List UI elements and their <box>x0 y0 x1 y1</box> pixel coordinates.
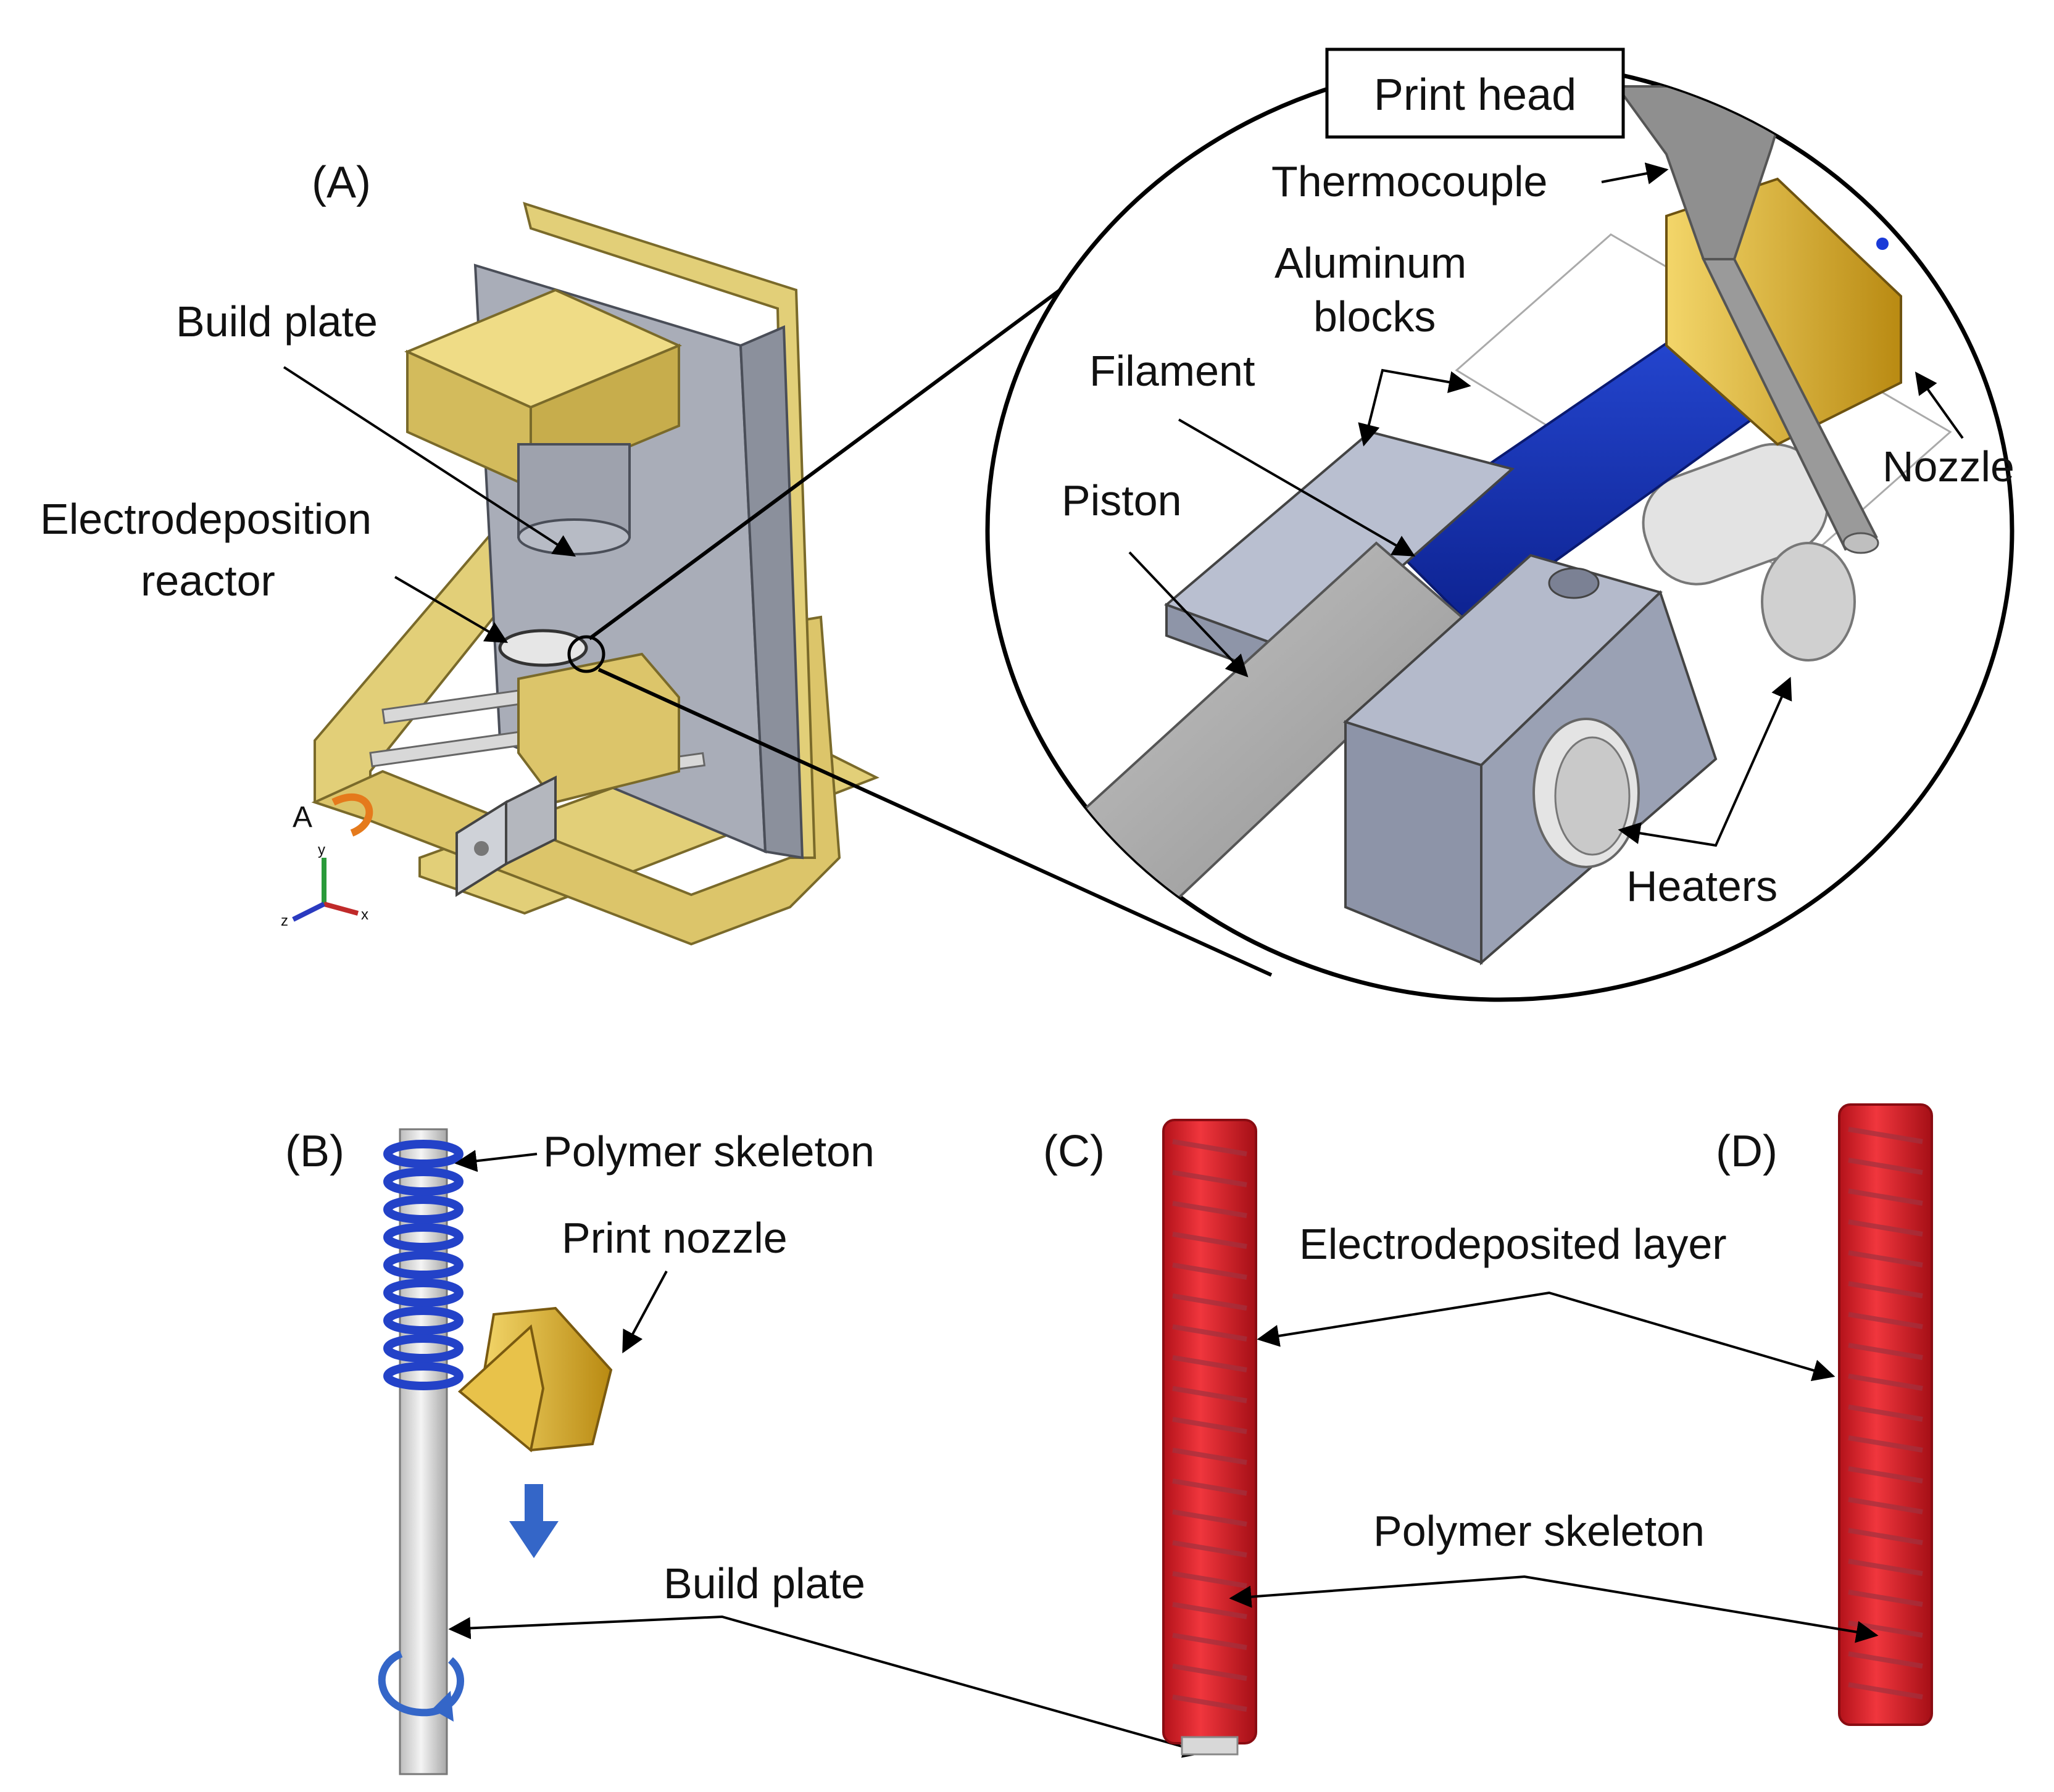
print-nozzle-leader <box>622 1271 668 1354</box>
axis-x-label: x <box>361 906 368 923</box>
print-head-title-box <box>1325 48 1625 139</box>
panel-c-skeleton-ribs <box>1172 1139 1247 1712</box>
piston-label: Piston <box>1062 476 1182 525</box>
nozzle-label: Nozzle <box>1882 442 2014 491</box>
heater-cap-back <box>1761 542 1856 662</box>
shared-polymer-skeleton-leader <box>1229 1575 1879 1643</box>
axis-z-label: z <box>281 913 288 929</box>
panel-c-coated-part <box>1162 1119 1257 1756</box>
heaters-leader <box>1618 676 1792 847</box>
aluminum-label-line1: Aluminum <box>1274 239 1466 287</box>
panel-a-tag: (A) <box>312 158 371 207</box>
thermocouple-leader <box>1601 162 1669 185</box>
axis-y-label: y <box>318 842 325 858</box>
nozzle-tip <box>1876 238 1889 250</box>
reactor-label-line1: Electrodeposition <box>40 495 372 543</box>
panel-c-tag: (C) <box>1043 1127 1105 1176</box>
axis-marker-label: A <box>293 801 312 834</box>
shared-polymer-skeleton-label: Polymer skeleton <box>1373 1507 1705 1555</box>
panel-d-coated-part <box>1838 1103 1933 1726</box>
electrodeposition-reactor <box>498 629 588 667</box>
reactor-leader <box>394 576 509 643</box>
screw-hole <box>1548 567 1600 599</box>
move-down-arrow-icon <box>509 1484 559 1558</box>
build-plate-rod <box>399 1128 448 1775</box>
zoom-line-bottom <box>597 668 1273 977</box>
stepper-motor-body <box>505 775 557 866</box>
electrodeposited-layer-label: Electrodeposited layer <box>1299 1220 1727 1268</box>
thermocouple-label: Thermocouple <box>1271 157 1547 205</box>
heater-cap-front-inner <box>1554 736 1631 856</box>
stepper-motor-shaft <box>474 841 489 856</box>
filament-label: Filament <box>1089 347 1255 395</box>
thermocouple-rod <box>1701 258 1878 551</box>
build-plate-label: Build plate <box>176 297 378 346</box>
thermocouple-tip <box>1842 532 1879 554</box>
panel-b-polymer-skeleton-leader <box>454 1150 538 1172</box>
panel-b-tag: (B) <box>285 1127 344 1176</box>
aluminum-label-line2: blocks <box>1313 292 1436 341</box>
filament-leader <box>1178 418 1416 557</box>
panel-b-polymer-skeleton-label: Polymer skeleton <box>543 1127 875 1176</box>
electrodeposited-layer-leader <box>1257 1291 1836 1382</box>
heaters-label: Heaters <box>1626 862 1778 910</box>
print-head-title: Print head <box>1374 70 1576 120</box>
build-plate-motor-end <box>517 518 631 555</box>
panel-c-build-plate-stub <box>1181 1736 1239 1756</box>
rotation-arrow-head-icon <box>432 1691 454 1722</box>
piston-leader <box>1128 551 1249 678</box>
polymer-skeleton-spring <box>383 1140 464 1390</box>
build-plate-leader <box>283 366 576 557</box>
reactor-label-line2: reactor <box>141 557 275 605</box>
coordinate-triad-icon: y x z <box>281 842 368 929</box>
panel-d-tag: (D) <box>1716 1127 1778 1176</box>
print-nozzle-cone <box>457 1324 545 1453</box>
build-plate-leader-b <box>448 1615 1206 1758</box>
panel-b-build-plate-label: Build plate <box>663 1559 865 1607</box>
printer-housing-side <box>739 325 804 860</box>
printer-assembly: A y x z <box>281 202 879 946</box>
nozzle-leader <box>1915 371 1964 439</box>
zoom-source-circle <box>567 635 605 673</box>
print-carriage <box>517 652 680 804</box>
aluminum-leader <box>1358 368 1471 447</box>
print-nozzle-label: Print nozzle <box>562 1214 788 1262</box>
printer-back-plate <box>523 202 817 859</box>
rotation-arrow-icon <box>331 793 373 837</box>
